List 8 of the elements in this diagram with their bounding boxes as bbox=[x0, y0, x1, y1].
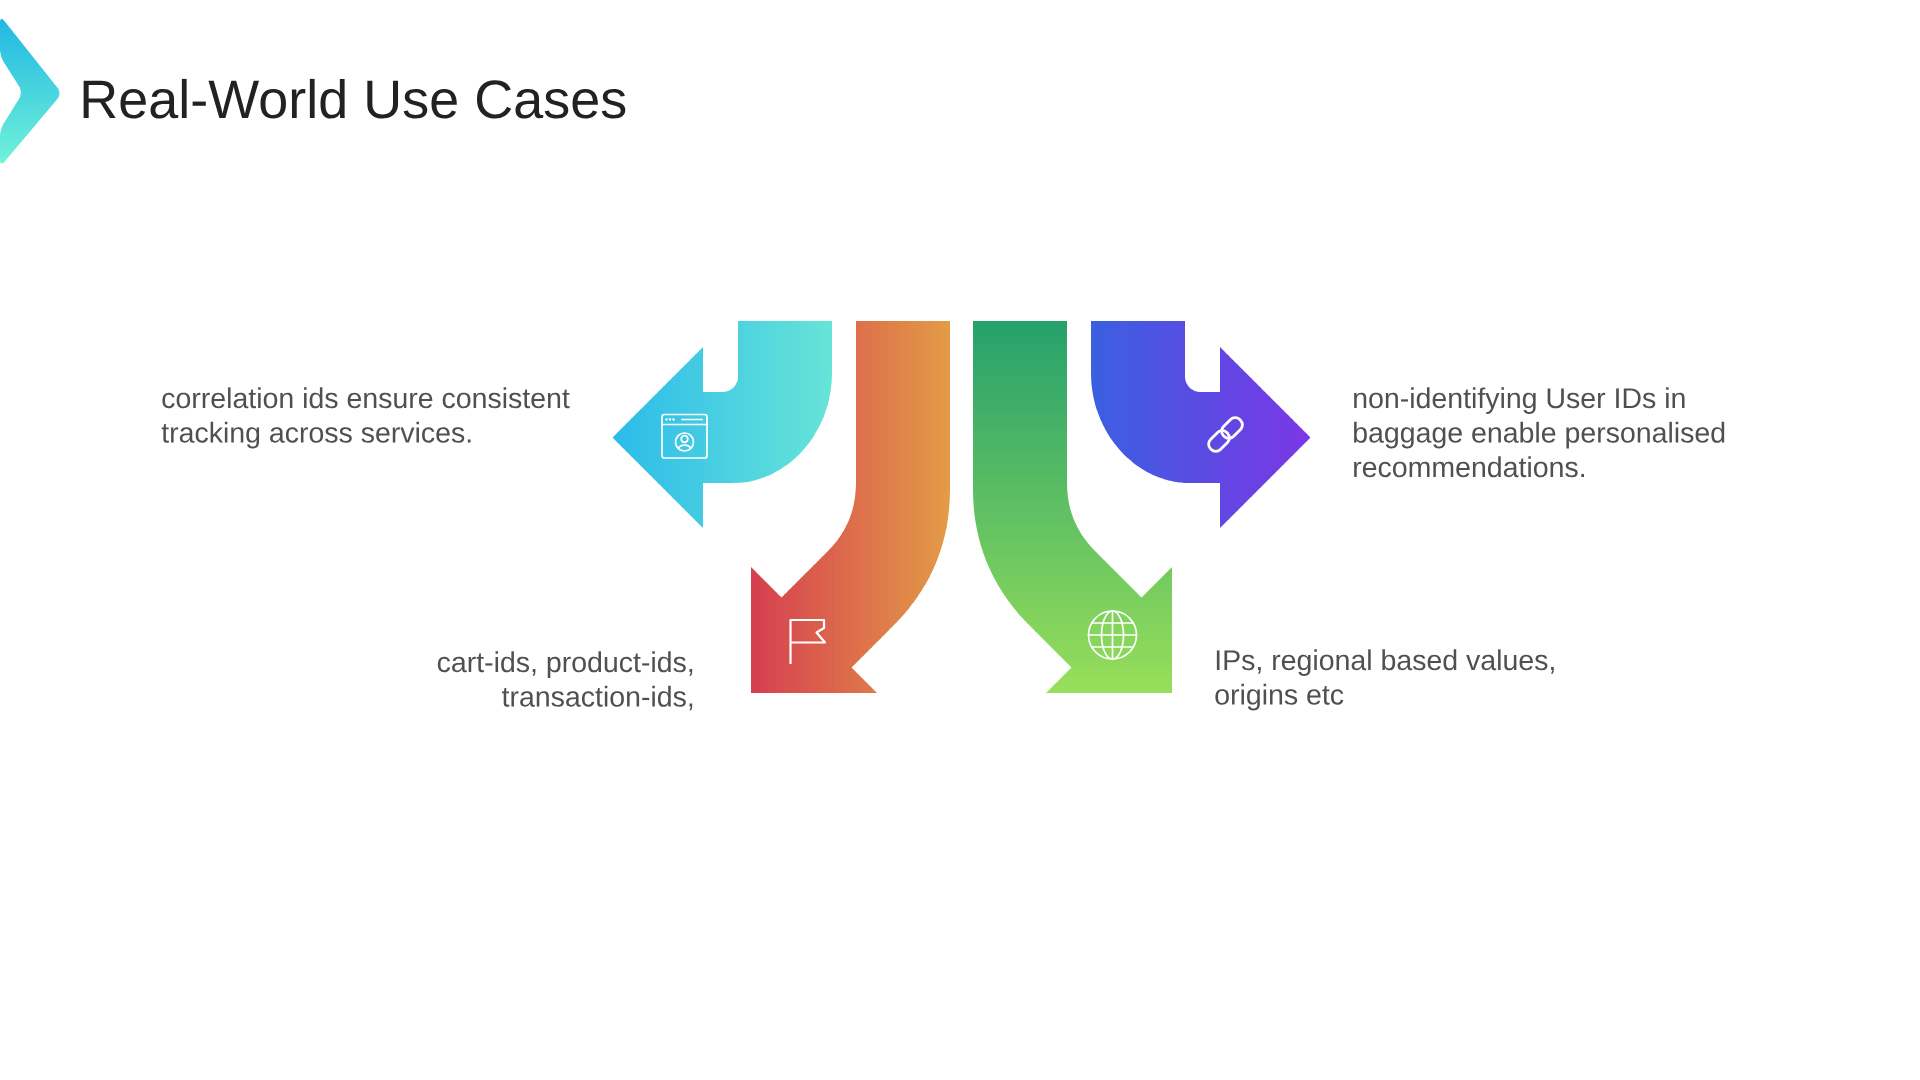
description-text: non-identifying User IDs in baggage enable personalised recommendations. bbox=[1354, 387, 1725, 478]
curved-pointer bbox=[751, 321, 950, 693]
curved-pointer bbox=[612, 321, 832, 528]
description-text: cart-ids, product-ids, transaction-ids, bbox=[437, 651, 693, 711]
curved-pointer bbox=[1091, 321, 1311, 528]
title: Real-World Use Cases bbox=[83, 78, 626, 119]
description-text: IPs, regional based values, origins etc bbox=[1215, 649, 1554, 711]
description-text: correlation ids ensure consistent tracking across services. bbox=[161, 387, 570, 449]
